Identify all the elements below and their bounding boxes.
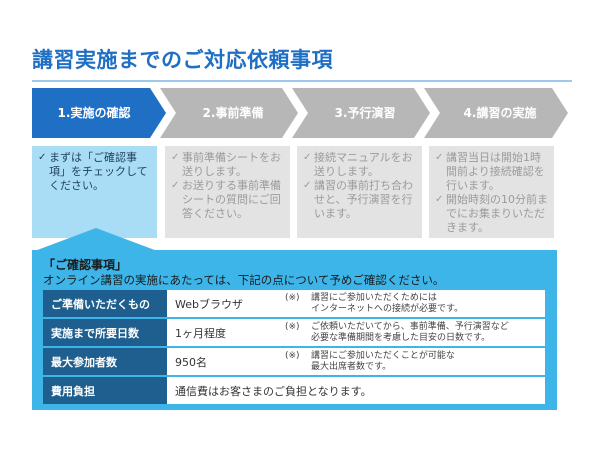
row-value: 950名 <box>167 347 285 377</box>
table-row: 実施まで所要日数 1ヶ月程度 (※)ご依頼いただいてから、事前準備、予行演習など… <box>43 318 545 348</box>
check-icon: ✓ <box>303 152 312 163</box>
step-flow: 1.実施の確認 2.事前準備 3.予行演習 4.講習の実施 <box>32 88 572 138</box>
list-item: ✓講習の事前打ち合わせと、予行演習を行います。 <box>303 179 413 220</box>
note-mark: (※) <box>285 350 300 361</box>
step-detail-1: ✓まずは「ご確認事項」をチェックしてください。 <box>32 146 157 238</box>
list-item: ✓講習当日は開始1時間前より接続確認を行います。 <box>435 151 545 192</box>
check-icon: ✓ <box>171 152 180 163</box>
list-item: ✓接続マニュアルをお送りします。 <box>303 151 413 178</box>
step-label-3: 3.予行演習 <box>334 106 396 120</box>
table-row: 費用負担 通信費はお客さまのご負担となります。 <box>43 376 545 406</box>
step-arrow-4[interactable] <box>424 88 568 138</box>
row-header: ご準備いただくもの <box>43 290 167 319</box>
list-item: ✓まずは「ご確認事項」をチェックしてください。 <box>38 151 148 192</box>
step-detail-2: ✓事前準備シートをお送りします。 ✓お送りする事前準備シートの質問にご回答くださ… <box>165 146 290 238</box>
check-icon: ✓ <box>171 180 180 191</box>
row-value: Webブラウザ <box>167 290 285 319</box>
title-divider <box>32 80 572 82</box>
step-label-1: 1.実施の確認 <box>57 106 131 120</box>
note-mark: (※) <box>285 292 300 303</box>
page-title: 講習実施までのご対応依頼事項 <box>32 48 333 72</box>
list-item: ✓お送りする事前準備シートの質問にご回答ください。 <box>171 179 281 220</box>
step-arrow-1[interactable] <box>32 88 166 138</box>
row-header: 最大参加者数 <box>43 347 167 377</box>
row-note: (※)講習にご参加いただくためにはインターネットへの接続が必要です。 <box>285 290 545 319</box>
check-icon: ✓ <box>303 180 312 191</box>
step-detail-4: ✓講習当日は開始1時間前より接続確認を行います。 ✓開始時刻の10分前までにお集… <box>429 146 554 238</box>
row-note: (※)ご依頼いただいてから、事前準備、予行演習など必要な準備期間を考慮した目安の… <box>285 318 545 348</box>
list-item: ✓開始時刻の10分前までにお集まりいただきます。 <box>435 193 548 234</box>
row-value: 通信費はお客さまのご負担となります。 <box>167 376 545 406</box>
check-icon: ✓ <box>435 194 444 205</box>
confirmation-panel: 「ご確認事項」 オンライン講習の実施にあたっては、下記の点について予めご確認くだ… <box>32 250 557 410</box>
step-arrow-3[interactable] <box>292 88 430 138</box>
step-detail-3: ✓接続マニュアルをお送りします。 ✓講習の事前打ち合わせと、予行演習を行います。 <box>297 146 422 238</box>
note-mark: (※) <box>285 321 300 332</box>
panel-subtitle: オンライン講習の実施にあたっては、下記の点について予めご確認ください。 <box>43 273 445 287</box>
list-item: ✓事前準備シートをお送りします。 <box>171 151 281 178</box>
check-icon: ✓ <box>435 152 444 163</box>
panel-title: 「ご確認事項」 <box>43 258 128 272</box>
table-row: 最大参加者数 950名 (※)講習にご参加いただくことが可能な最大出席者数です。 <box>43 347 545 377</box>
step-arrow-2[interactable] <box>160 88 298 138</box>
step-label-2: 2.事前準備 <box>202 106 264 120</box>
step-label-4: 4.講習の実施 <box>463 106 537 120</box>
row-value: 1ヶ月程度 <box>167 318 285 348</box>
requirements-table: ご準備いただくもの Webブラウザ (※)講習にご参加いただくためにはインターネ… <box>43 290 545 406</box>
step-arrows <box>32 88 568 138</box>
row-note: (※)講習にご参加いただくことが可能な最大出席者数です。 <box>285 347 545 377</box>
table-row: ご準備いただくもの Webブラウザ (※)講習にご参加いただくためにはインターネ… <box>43 290 545 319</box>
row-header: 実施まで所要日数 <box>43 318 167 348</box>
row-header: 費用負担 <box>43 376 167 406</box>
check-icon: ✓ <box>38 152 47 163</box>
panel-pointer-arrow <box>32 228 160 252</box>
